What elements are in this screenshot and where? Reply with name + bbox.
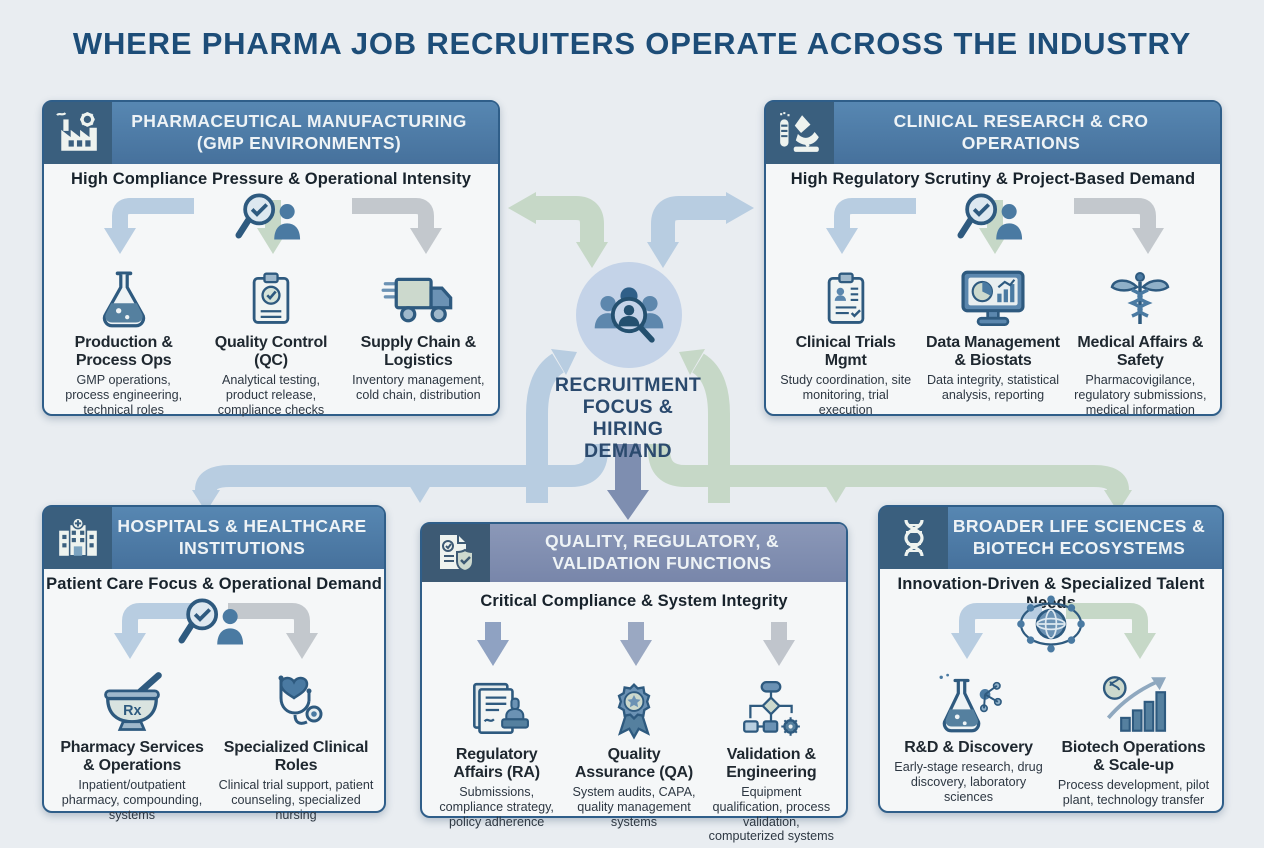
item-desc: Submissions, compliance strategy, policy… xyxy=(439,784,554,829)
section-pharmaceutical-manufacturing: PHARMACEUTICAL MANUFACTURING (GMP ENVIRO… xyxy=(42,100,500,417)
item-title: Quality Control (QC) xyxy=(214,334,328,369)
mortar-pestle-icon: Rx xyxy=(54,667,210,735)
magnifier-check-person-icon xyxy=(175,595,253,656)
branch-arrows xyxy=(114,603,318,659)
item-desc: Inpatient/outpatient pharmacy, compoundi… xyxy=(61,777,203,822)
item-desc: Pharmacovigilance, regulatory submission… xyxy=(1074,372,1207,417)
section-quality-regulatory-validation: QUALITY, REGULATORY, & VALIDATION FUNCTI… xyxy=(420,522,848,843)
section-subtitle: Patient Care Focus & Operational Demand xyxy=(46,575,382,593)
item-title: Specialized Clinical Roles xyxy=(223,739,369,774)
section-clinical-research-cro: CLINICAL RESEARCH & CRO OPERATIONS High … xyxy=(764,100,1222,417)
branch-arrows xyxy=(477,622,795,666)
section-title: HOSPITALS & HEALTHCARE INSTITUTIONS xyxy=(117,516,367,558)
item-data-management: Data Management & Biostats Data integrit… xyxy=(919,262,1066,406)
magnifier-check-person-icon xyxy=(954,190,1032,251)
section-subtitle: High Compliance Pressure & Operational I… xyxy=(71,170,471,188)
item-title: Regulatory Affairs (RA) xyxy=(453,746,540,781)
truck-icon xyxy=(349,262,488,330)
caduceus-icon xyxy=(1071,262,1210,330)
growth-chart-icon xyxy=(1055,667,1212,735)
hub-label: RECRUITMENT FOCUS & HIRING DEMAND xyxy=(554,374,702,463)
dna-icon xyxy=(880,507,948,569)
section-title: QUALITY, REGULATORY, & VALIDATION FUNCTI… xyxy=(544,531,780,573)
document-stamp-icon xyxy=(432,674,561,742)
hospital-icon xyxy=(44,507,112,569)
microscope-icon xyxy=(766,102,834,164)
section-life-sciences-biotech: BROADER LIFE SCIENCES & BIOTECH ECOSYSTE… xyxy=(878,505,1224,813)
clipboard-person-icon xyxy=(776,262,915,330)
factory-icon xyxy=(44,102,112,164)
flask-molecule-icon xyxy=(890,667,1047,735)
item-validation-engineering: Validation & Engineering Equipment quali… xyxy=(703,674,840,843)
item-desc: Clinical trial support, patient counseli… xyxy=(218,777,374,822)
document-shield-icon xyxy=(422,524,490,582)
people-magnifier-icon xyxy=(576,262,682,368)
item-title: Pharmacy Services & Operations xyxy=(60,739,204,774)
section-hospitals-healthcare: HOSPITALS & HEALTHCARE INSTITUTIONS Pati… xyxy=(42,505,386,822)
item-title: Biotech Operations & Scale-up xyxy=(1061,739,1206,774)
section-header: PHARMACEUTICAL MANUFACTURING (GMP ENVIRO… xyxy=(44,102,498,164)
quality-badge-icon xyxy=(569,674,698,742)
flask-icon xyxy=(54,262,193,330)
flowchart-gear-icon xyxy=(707,674,836,742)
section-header: QUALITY, REGULATORY, & VALIDATION FUNCTI… xyxy=(422,524,846,582)
item-desc: Equipment qualification, process validat… xyxy=(708,784,834,844)
item-clinical-trials: Clinical Trials Mgmt Study coordination,… xyxy=(772,262,919,417)
section-header: BROADER LIFE SCIENCES & BIOTECH ECOSYSTE… xyxy=(880,507,1222,569)
item-title: Validation & Engineering xyxy=(726,746,817,781)
svg-text:Rx: Rx xyxy=(123,703,141,719)
magnifier-check-person-icon xyxy=(232,190,310,251)
item-desc: Process development, pilot plant, techno… xyxy=(1057,777,1210,807)
item-production-process-ops: Production & Process Ops GMP operations,… xyxy=(50,262,197,417)
item-quality-assurance: Quality Assurance (QA) System audits, CA… xyxy=(565,674,702,829)
item-title: Supply Chain & Logistics xyxy=(360,334,477,369)
item-rd-discovery: R&D & Discovery Early-stage research, dr… xyxy=(886,667,1051,804)
item-specialized-clinical: Specialized Clinical Roles Clinical tria… xyxy=(214,667,378,822)
section-title: CLINICAL RESEARCH & CRO OPERATIONS xyxy=(893,111,1149,153)
item-title: Production & Process Ops xyxy=(74,334,173,369)
item-desc: Analytical testing, product release, com… xyxy=(217,372,325,417)
item-desc: GMP operations, process engineering, tec… xyxy=(65,372,183,417)
monitor-chart-icon xyxy=(923,262,1062,330)
item-regulatory-affairs: Regulatory Affairs (RA) Submissions, com… xyxy=(428,674,565,829)
item-pharmacy-services: Rx Pharmacy Services & Operations Inpati… xyxy=(50,667,214,822)
section-header: CLINICAL RESEARCH & CRO OPERATIONS xyxy=(766,102,1220,164)
page-title: WHERE PHARMA JOB RECRUITERS OPERATE ACRO… xyxy=(72,26,1192,61)
item-biotech-operations: Biotech Operations & Scale-up Process de… xyxy=(1051,667,1216,807)
item-title: Clinical Trials Mgmt xyxy=(795,334,896,369)
section-title: BROADER LIFE SCIENCES & BIOTECH ECOSYSTE… xyxy=(952,516,1206,558)
stethoscope-heart-icon xyxy=(218,667,374,735)
item-desc: Early-stage research, drug discovery, la… xyxy=(894,759,1043,804)
section-subtitle: Critical Compliance & System Integrity xyxy=(480,592,788,610)
branch-arrows xyxy=(951,603,1156,659)
item-title: R&D & Discovery xyxy=(904,739,1033,756)
item-desc: Data integrity, statistical analysis, re… xyxy=(926,372,1060,402)
item-desc: Study coordination, site monitoring, tri… xyxy=(780,372,912,417)
item-quality-control: Quality Control (QC) Analytical testing,… xyxy=(197,262,344,417)
section-subtitle: High Regulatory Scrutiny & Project-Based… xyxy=(790,170,1196,188)
clipboard-check-icon xyxy=(201,262,340,330)
item-supply-chain: Supply Chain & Logistics Inventory manag… xyxy=(345,262,492,406)
globe-network-icon xyxy=(1014,595,1088,658)
section-header: HOSPITALS & HEALTHCARE INSTITUTIONS xyxy=(44,507,384,569)
item-title: Data Management & Biostats xyxy=(926,334,1060,369)
item-desc: Inventory management, cold chain, distri… xyxy=(352,372,485,402)
item-title: Medical Affairs & Safety xyxy=(1077,334,1204,369)
branch-arrows xyxy=(104,198,442,254)
item-desc: System audits, CAPA, quality management … xyxy=(572,784,696,829)
item-title: Quality Assurance (QA) xyxy=(574,746,694,781)
section-title: PHARMACEUTICAL MANUFACTURING (GMP ENVIRO… xyxy=(131,111,467,153)
item-medical-affairs: Medical Affairs & Safety Pharmacovigilan… xyxy=(1067,262,1214,417)
